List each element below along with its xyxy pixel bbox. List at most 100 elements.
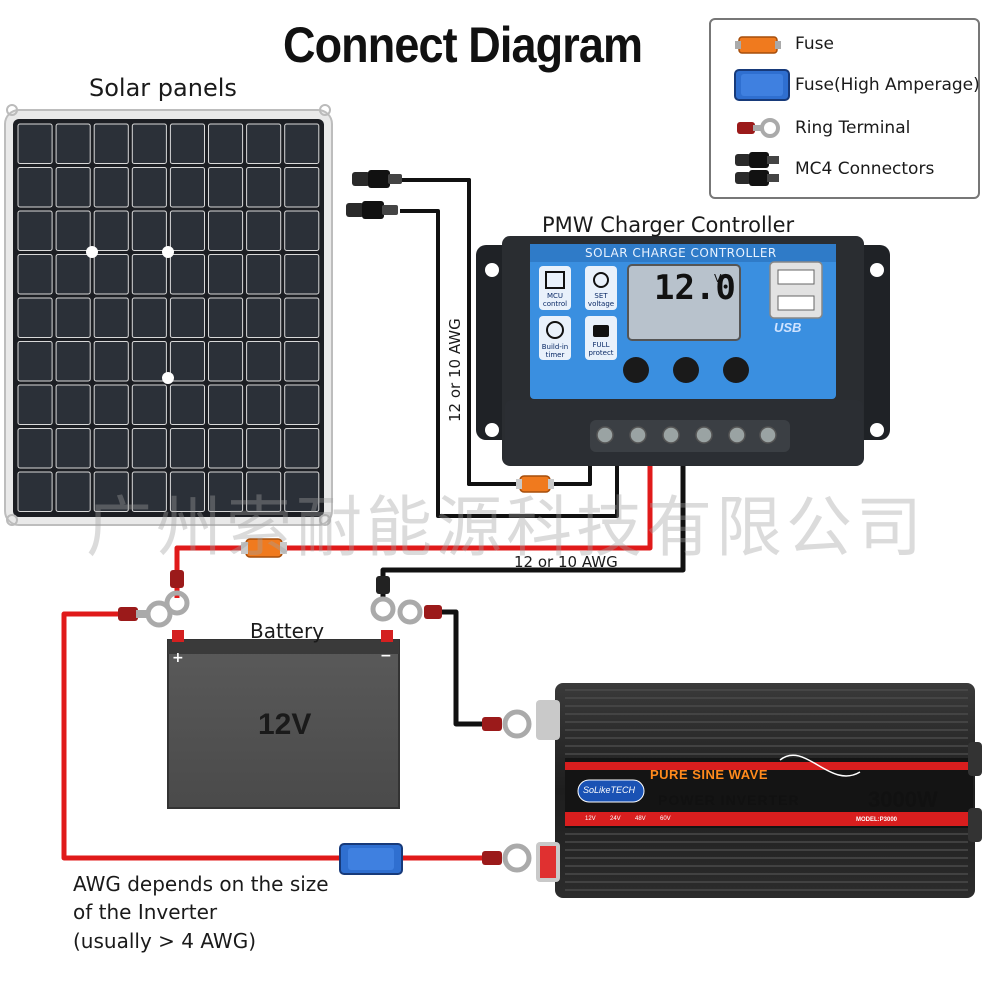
solar-cell bbox=[169, 254, 205, 295]
solar-cell bbox=[246, 297, 282, 338]
inverter-model: MODEL:P3000 bbox=[856, 817, 898, 823]
inverter-wire-note-line3: (usually > 4 AWG) bbox=[73, 929, 256, 953]
legend: Fuse Fuse(High Amperage) Ring Terminal M… bbox=[709, 18, 980, 199]
ring-terminal bbox=[118, 570, 532, 873]
high-amperage-fuse-icon bbox=[734, 69, 790, 101]
solar-cell bbox=[246, 384, 282, 425]
solar-cell bbox=[169, 428, 205, 469]
battery-label: Battery bbox=[250, 619, 325, 643]
solar-cell bbox=[284, 123, 320, 164]
solar-cell bbox=[93, 384, 129, 425]
solar-cell bbox=[93, 167, 129, 208]
solar-cell bbox=[93, 210, 129, 251]
solar-cell bbox=[17, 254, 53, 295]
lcd-voltage: 12.0 bbox=[654, 268, 736, 308]
solar-cell bbox=[55, 341, 91, 382]
svg-text:+: + bbox=[172, 650, 184, 666]
solar-cell bbox=[93, 254, 129, 295]
legend-high-amperage-fuse-label: Fuse(High Amperage) bbox=[795, 75, 980, 95]
solar-cell bbox=[246, 167, 282, 208]
solar-cell bbox=[246, 428, 282, 469]
solar-cell bbox=[246, 123, 282, 164]
solar-cell bbox=[169, 123, 205, 164]
inverter-voltage-option: 60V bbox=[660, 816, 671, 822]
solar-cell bbox=[131, 167, 167, 208]
panel-busbar-dot bbox=[86, 246, 98, 258]
solar-cell bbox=[208, 254, 244, 295]
solar-cell bbox=[93, 297, 129, 338]
inverter-tagline: PURE SINE WAVE bbox=[650, 767, 769, 782]
solar-cell bbox=[169, 210, 205, 251]
solar-cell bbox=[17, 471, 53, 512]
solar-cell bbox=[93, 341, 129, 382]
solar-cell bbox=[208, 428, 244, 469]
solar-cell bbox=[93, 471, 129, 512]
full-protect-badge: FULL protect bbox=[588, 341, 614, 357]
solar-cell bbox=[93, 428, 129, 469]
legend-mc4-connectors-label: MC4 Connectors bbox=[795, 159, 935, 179]
solar-cell bbox=[284, 341, 320, 382]
inverter-name: POWER INVERTER bbox=[658, 792, 800, 808]
solar-cell bbox=[17, 428, 53, 469]
controller-header: SOLAR CHARGE CONTROLLER bbox=[585, 246, 777, 260]
solar-cell bbox=[131, 123, 167, 164]
solar-cell bbox=[131, 254, 167, 295]
usb-label: USB bbox=[774, 320, 802, 335]
inverter-voltage-option: 12V bbox=[585, 816, 596, 822]
solar-panels-label: Solar panels bbox=[89, 74, 237, 102]
solar-cell bbox=[17, 297, 53, 338]
inverter-voltage-option: 48V bbox=[635, 816, 646, 822]
page-title: Connect Diagram bbox=[283, 17, 643, 73]
solar-cell bbox=[131, 341, 167, 382]
solar-cells bbox=[17, 123, 320, 512]
solar-cell bbox=[55, 254, 91, 295]
battery-voltage: 12V bbox=[258, 708, 312, 741]
solar-cell bbox=[17, 167, 53, 208]
solar-cell bbox=[284, 254, 320, 295]
set-voltage-badge: SET voltage bbox=[587, 292, 615, 308]
fuse bbox=[516, 475, 554, 493]
solar-panel bbox=[4, 104, 333, 526]
mc4-connector bbox=[346, 170, 402, 219]
solar-cell bbox=[169, 167, 205, 208]
high-amperage-fuse bbox=[339, 843, 403, 875]
solar-cell bbox=[131, 471, 167, 512]
charge-controller bbox=[476, 236, 890, 466]
solar-cell bbox=[17, 384, 53, 425]
solar-cell bbox=[208, 471, 244, 512]
solar-cell bbox=[246, 210, 282, 251]
solar-cell bbox=[55, 297, 91, 338]
solar-cell bbox=[55, 210, 91, 251]
legend-fuse-label: Fuse bbox=[795, 34, 834, 54]
panel-busbar-dot bbox=[162, 246, 174, 258]
solar-cell bbox=[131, 210, 167, 251]
solar-cell bbox=[131, 428, 167, 469]
solar-cell bbox=[169, 384, 205, 425]
solar-cell bbox=[284, 471, 320, 512]
solar-cell bbox=[284, 167, 320, 208]
fuse bbox=[241, 538, 287, 558]
solar-cell bbox=[55, 471, 91, 512]
solar-cell bbox=[169, 471, 205, 512]
lcd-unit: V bbox=[714, 272, 722, 285]
inverter-wire-note-line1: AWG depends on the size bbox=[73, 872, 329, 896]
wire-gauge-label-vertical: 12 or 10 AWG bbox=[446, 318, 464, 422]
timer-badge: Build-in timer bbox=[541, 343, 569, 359]
inverter-wire-note-line2: of the Inverter bbox=[73, 900, 218, 924]
solar-cell bbox=[208, 210, 244, 251]
legend-ring-terminal-label: Ring Terminal bbox=[795, 118, 911, 138]
mc4-connector-icon bbox=[735, 152, 779, 186]
svg-text:−: − bbox=[380, 648, 392, 664]
solar-cell bbox=[284, 297, 320, 338]
solar-cell bbox=[169, 297, 205, 338]
solar-cell bbox=[246, 254, 282, 295]
solar-cell bbox=[208, 167, 244, 208]
power-inverter bbox=[536, 683, 982, 898]
solar-cell bbox=[131, 384, 167, 425]
solar-cell bbox=[284, 428, 320, 469]
solar-cell bbox=[55, 428, 91, 469]
ring-terminal-icon bbox=[737, 118, 780, 138]
inverter-voltage-option: 24V bbox=[610, 816, 621, 822]
